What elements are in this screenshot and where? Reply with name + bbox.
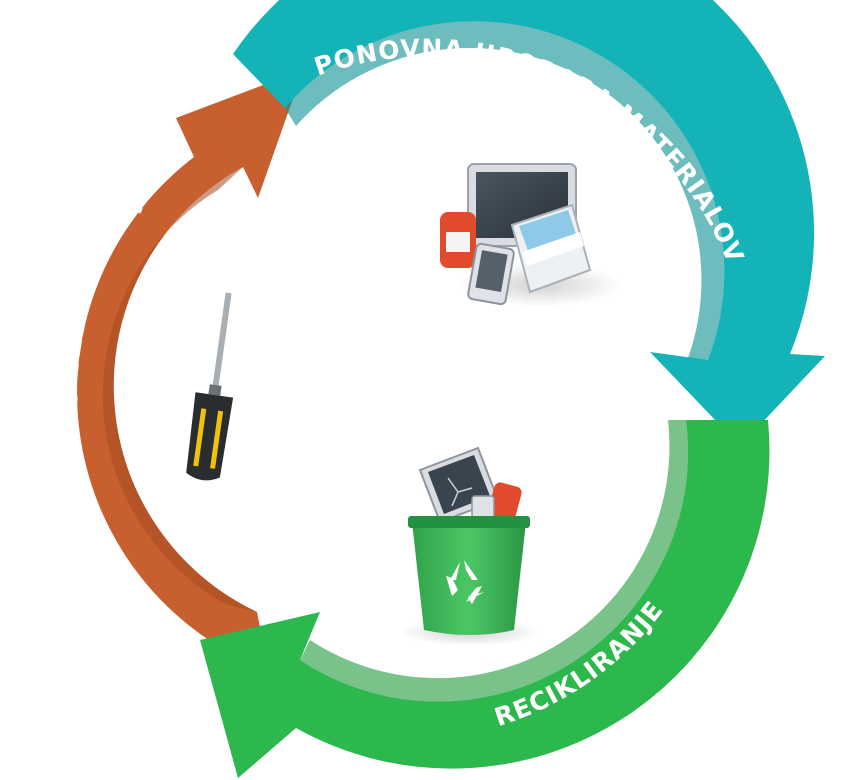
reuse-arc bbox=[233, 0, 825, 446]
recycle-arc-shade bbox=[300, 420, 688, 702]
electronics-stack-icon bbox=[440, 163, 622, 307]
maintenance-arc bbox=[77, 70, 304, 718]
recycle-symbol-icon bbox=[446, 560, 484, 604]
recycle-arc bbox=[200, 420, 770, 778]
segment-preventive-maintenance: PREVENTIVNO VZDRŽEVANJE bbox=[54, 70, 304, 718]
screwdriver-icon bbox=[186, 292, 234, 481]
recycle-bin-icon bbox=[400, 446, 540, 646]
maintenance-arc-shade bbox=[102, 167, 257, 612]
